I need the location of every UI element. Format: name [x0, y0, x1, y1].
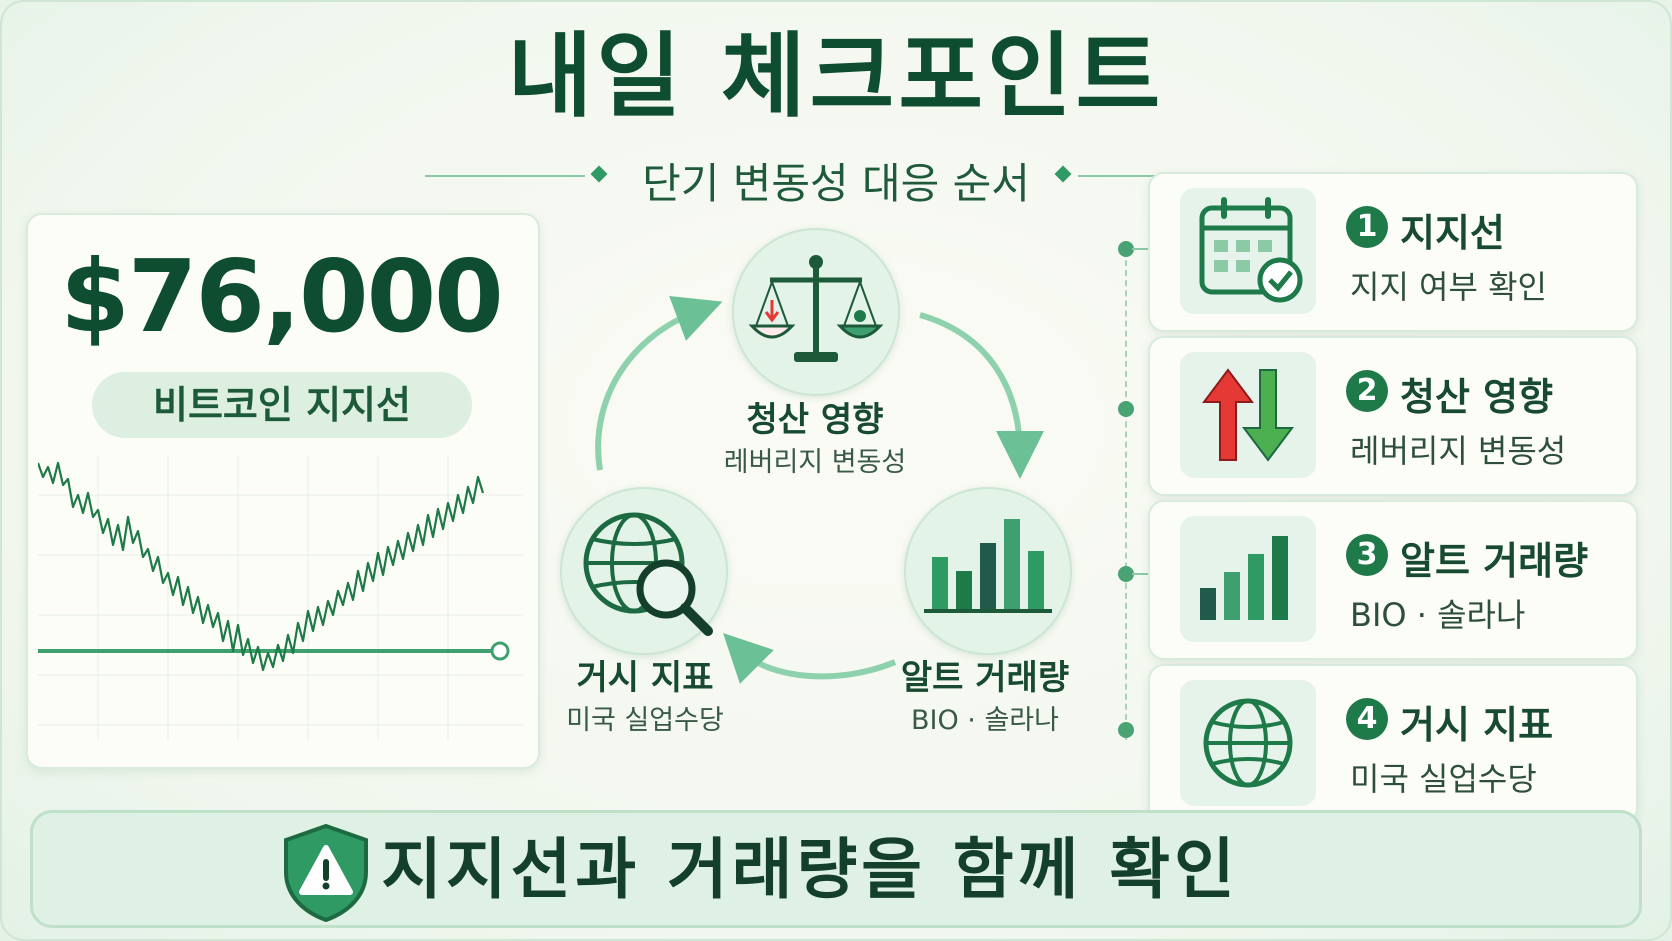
cycle-node-title: 알트 거래량 — [900, 658, 1070, 698]
step-dot — [1118, 401, 1134, 417]
step-number: 2 — [1346, 370, 1388, 412]
step-card-3: 3 알트 거래량 BIO · 솔라나 — [1148, 500, 1638, 660]
step-icon-box — [1180, 516, 1316, 642]
step-subtitle: 지지 여부 확인 — [1350, 268, 1547, 306]
price-line — [38, 461, 485, 672]
step-card-2: 2 청산 영향 레버리지 변동성 — [1148, 336, 1638, 496]
cycle-node-title: 거시 지표 — [576, 658, 714, 698]
step-icon-box — [1180, 680, 1316, 806]
step-subtitle: 레버리지 변동성 — [1350, 432, 1567, 470]
step-icon-box — [1180, 352, 1316, 478]
step-number: 1 — [1346, 206, 1388, 248]
step-dot — [1118, 722, 1134, 738]
page-subtitle: 단기 변동성 대응 순서 — [642, 159, 1030, 208]
step-title: 지지선 — [1400, 211, 1505, 255]
step-subtitle: 미국 실업수당 — [1350, 760, 1537, 798]
cycle-node-subtitle: 레버리지 변동성 — [723, 447, 907, 478]
globe-icon — [1203, 698, 1293, 788]
cycle-node-subtitle: 미국 실업수당 — [566, 705, 724, 736]
step-dot-connector — [1132, 573, 1150, 575]
arrow-to-top — [595, 295, 723, 471]
step-card-1: 1 지지선 지지 여부 확인 — [1148, 172, 1638, 332]
bar-chart-icon — [924, 519, 1052, 613]
cycle-arrows — [595, 295, 1044, 684]
step-title: 거시 지표 — [1400, 703, 1554, 747]
calendar-check-icon — [1199, 197, 1303, 303]
step-number: 3 — [1346, 534, 1388, 576]
balance-scale-icon — [748, 255, 884, 362]
step-dot-connector — [1132, 248, 1150, 250]
step-title: 청산 영향 — [1400, 375, 1554, 419]
cycle-node-alt-volume — [904, 487, 1072, 655]
arrow-to-left — [723, 633, 897, 684]
step-title: 알트 거래량 — [1400, 539, 1589, 583]
price-value: $76,000 — [60, 238, 503, 355]
step-card-4: 4 거시 지표 미국 실업수당 — [1148, 664, 1638, 824]
globe-search-icon — [583, 512, 713, 636]
cycle-node-macro — [560, 487, 728, 655]
subtitle-line-left — [425, 175, 585, 177]
step-dot — [1118, 241, 1134, 257]
cycle-node-liquidation — [732, 228, 900, 396]
page-title: 내일 체크포인트 — [507, 23, 1165, 130]
banner-text: 지지선과 거래량을 함께 확인 — [381, 831, 1239, 908]
arrow-to-right — [919, 312, 1044, 479]
step-dot — [1118, 566, 1134, 582]
price-label: 비트코인 지지선 — [92, 372, 472, 438]
step-subtitle: BIO · 솔라나 — [1350, 596, 1526, 634]
step-icon-box — [1180, 188, 1316, 314]
step-number: 4 — [1346, 698, 1388, 740]
price-card — [26, 213, 540, 769]
support-marker — [490, 641, 510, 661]
steps-connector-line — [1125, 250, 1127, 740]
up-down-arrows-icon — [1202, 368, 1294, 462]
warning-shield-icon — [284, 823, 368, 922]
cycle-node-subtitle: BIO · 솔라나 — [910, 705, 1059, 736]
bar-chart-icon — [1200, 536, 1288, 620]
price-chart — [38, 455, 524, 740]
cycle-node-title: 청산 영향 — [746, 400, 884, 440]
